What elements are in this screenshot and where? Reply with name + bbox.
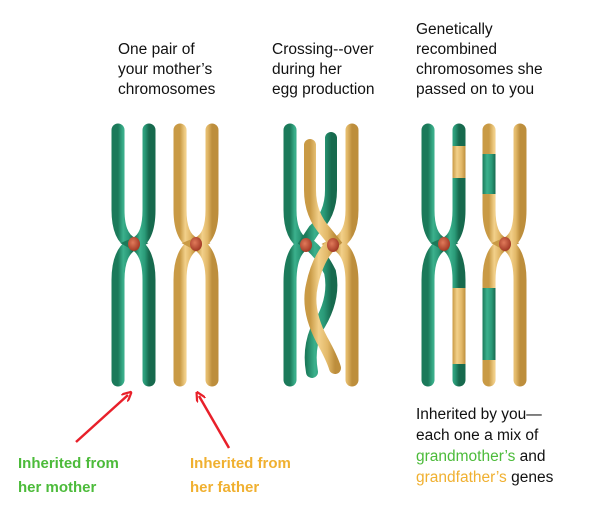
- caption-line: recombined: [416, 41, 497, 58]
- centromere: [499, 237, 511, 251]
- label-line: her mother: [18, 479, 97, 496]
- panel-crossing-over: [283, 123, 359, 387]
- label-inherited-from-mother: Inherited from her mother: [18, 452, 119, 500]
- arrow-to-maternal: [75, 395, 128, 443]
- note-line: each one a mix of: [416, 427, 539, 444]
- chromatid-right: [491, 123, 527, 387]
- recombined-chromosome-maternal: [421, 123, 466, 387]
- caption-recombined: Genetically recombined chromosomes she p…: [416, 20, 543, 100]
- arrow-to-paternal: [199, 396, 231, 449]
- chromatid-right: [181, 123, 219, 387]
- maternal-chromosome: [111, 123, 156, 387]
- note-line: Inherited by you—: [416, 406, 542, 423]
- chromatid-green-outer: [283, 123, 318, 387]
- caption-line: Genetically: [416, 21, 493, 38]
- chromatid-green-inner: [297, 132, 338, 378]
- chromatid-right: [120, 123, 156, 387]
- centromere: [190, 237, 202, 251]
- centromere: [128, 237, 140, 251]
- chromatid-left: [111, 123, 149, 387]
- chromatid-left: [173, 123, 211, 387]
- caption-line: Crossing--over: [272, 41, 374, 58]
- panel-original-pair: [111, 123, 219, 387]
- caption-line: passed on to you: [416, 81, 535, 98]
- label-inherited-from-father: Inherited from her father: [190, 452, 291, 500]
- caption-line: chromosomes she: [416, 61, 543, 78]
- caption-line: your mother’s: [118, 61, 213, 78]
- caption-line: One pair of: [118, 41, 195, 58]
- grandfather-text: grandfather’s: [416, 469, 507, 486]
- caption-original-pair: One pair of your mother’s chromosomes: [118, 40, 215, 100]
- recombined-chromosome-paternal: [482, 123, 527, 387]
- centromere-right: [327, 238, 339, 252]
- grandmother-text: grandmother’s: [416, 448, 516, 465]
- label-line: Inherited from: [18, 455, 119, 472]
- inherited-by-you-note: Inherited by you— each one a mix of gran…: [416, 404, 553, 488]
- chromatid-gold-outer: [321, 123, 359, 387]
- chromatid-gold-inner: [304, 139, 343, 374]
- centromere-left: [300, 238, 312, 252]
- paternal-chromosome: [173, 123, 219, 387]
- chromatid-left: [421, 123, 459, 387]
- paternal-segment: [452, 288, 466, 364]
- maternal-segment: [482, 288, 496, 360]
- caption-line: during her: [272, 61, 342, 78]
- maternal-segment: [482, 154, 496, 194]
- paternal-segment: [452, 146, 466, 178]
- label-line: Inherited from: [190, 455, 291, 472]
- label-line: her father: [190, 479, 260, 496]
- caption-line: egg production: [272, 81, 375, 98]
- genes-text: genes: [506, 469, 554, 486]
- panel-recombined: [421, 123, 527, 387]
- and-text: and: [515, 448, 546, 465]
- caption-line: chromosomes: [118, 81, 216, 98]
- note-line: grandfather’s genes: [416, 467, 553, 488]
- note-line: grandmother’s and: [416, 446, 553, 467]
- caption-crossing-over: Crossing--over during her egg production: [272, 40, 375, 100]
- centromere: [438, 237, 450, 251]
